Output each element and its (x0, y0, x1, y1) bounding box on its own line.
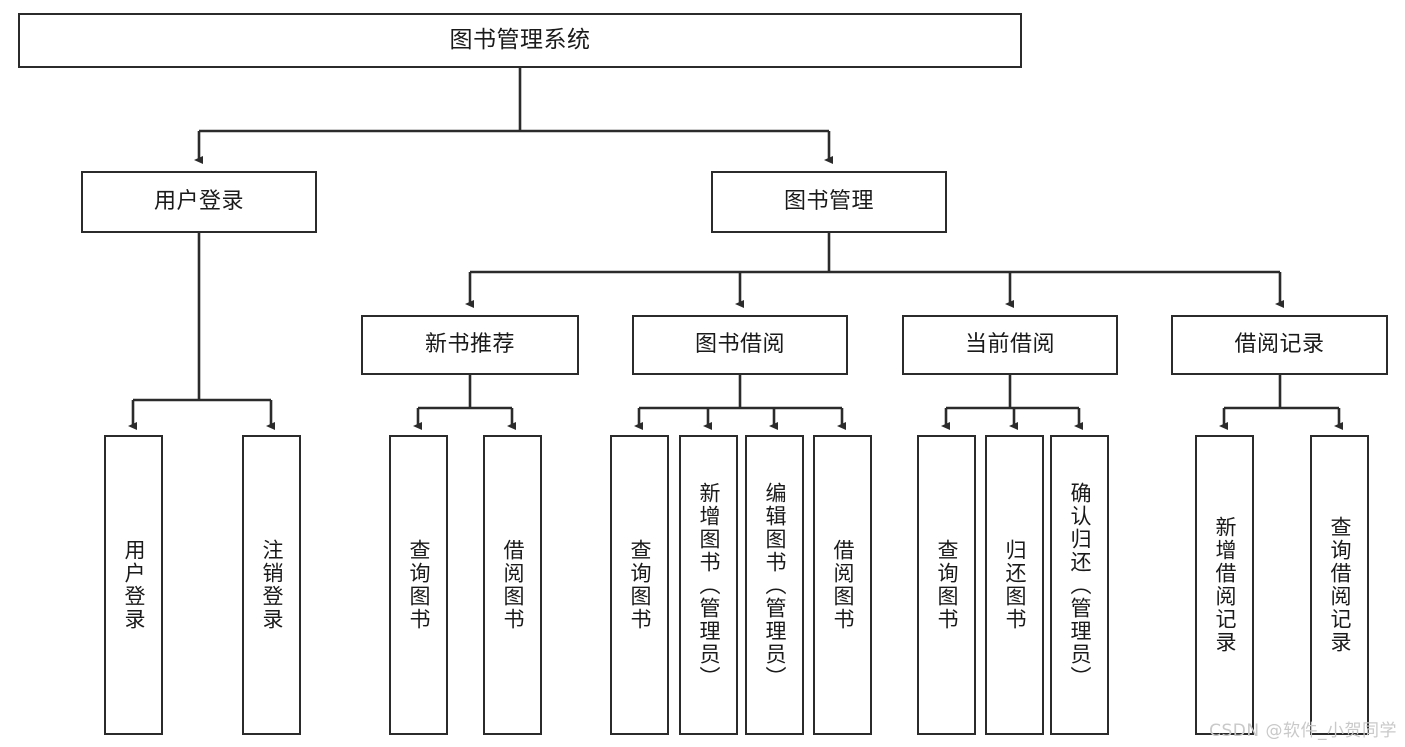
csdn-watermark: CSDN @软件_小贺同学 (1209, 721, 1397, 741)
node-leaf-confirm-return-admin[interactable]: 确认归还（管理员） (1050, 435, 1109, 735)
node-leaf-borrow-book-2-label: 借阅图书 (830, 539, 855, 631)
node-leaf-add-borrow-record-label: 新增借阅记录 (1212, 516, 1237, 654)
node-leaf-borrow-book-1-label: 借阅图书 (500, 539, 525, 631)
node-leaf-edit-book-admin[interactable]: 编辑图书（管理员） (745, 435, 804, 735)
node-leaf-query-book-1[interactable]: 查询图书 (389, 435, 448, 735)
node-borrow-record-label: 借阅记录 (1234, 331, 1325, 357)
node-leaf-add-book-admin[interactable]: 新增图书（管理员） (679, 435, 738, 735)
node-book-management-label: 图书管理 (783, 188, 874, 214)
node-leaf-query-book-2[interactable]: 查询图书 (610, 435, 669, 735)
node-leaf-query-book-1-label: 查询图书 (406, 539, 431, 631)
node-leaf-query-borrow-record-label: 查询借阅记录 (1327, 516, 1352, 654)
node-leaf-return-book-label: 归还图书 (1002, 539, 1027, 631)
node-leaf-borrow-book-1[interactable]: 借阅图书 (483, 435, 542, 735)
node-borrow-record[interactable]: 借阅记录 (1171, 315, 1388, 375)
node-book-borrow-label: 图书借阅 (694, 331, 785, 357)
node-book-management[interactable]: 图书管理 (711, 171, 947, 233)
node-leaf-add-book-admin-label: 新增图书（管理员） (696, 481, 721, 689)
node-leaf-query-book-2-label: 查询图书 (627, 539, 652, 631)
node-user-login-label: 用户登录 (153, 188, 244, 214)
node-leaf-edit-book-admin-label: 编辑图书（管理员） (762, 481, 787, 689)
node-user-login[interactable]: 用户登录 (81, 171, 317, 233)
node-leaf-user-login[interactable]: 用户登录 (104, 435, 163, 735)
node-leaf-confirm-return-admin-label: 确认归还（管理员） (1067, 481, 1092, 689)
node-leaf-borrow-book-2[interactable]: 借阅图书 (813, 435, 872, 735)
node-book-borrow[interactable]: 图书借阅 (632, 315, 848, 375)
node-leaf-query-book-3-label: 查询图书 (934, 539, 959, 631)
node-current-borrow[interactable]: 当前借阅 (902, 315, 1118, 375)
node-leaf-user-login-label: 用户登录 (121, 539, 146, 631)
node-current-borrow-label: 当前借阅 (964, 331, 1055, 357)
node-leaf-return-book[interactable]: 归还图书 (985, 435, 1044, 735)
node-new-book-recommend[interactable]: 新书推荐 (361, 315, 579, 375)
node-leaf-query-book-3[interactable]: 查询图书 (917, 435, 976, 735)
node-leaf-query-borrow-record[interactable]: 查询借阅记录 (1310, 435, 1369, 735)
node-new-book-recommend-label: 新书推荐 (424, 331, 515, 357)
node-leaf-add-borrow-record[interactable]: 新增借阅记录 (1195, 435, 1254, 735)
node-leaf-user-logout[interactable]: 注销登录 (242, 435, 301, 735)
node-root[interactable]: 图书管理系统 (18, 13, 1022, 68)
node-root-label: 图书管理系统 (449, 26, 591, 53)
node-leaf-user-logout-label: 注销登录 (259, 539, 284, 631)
